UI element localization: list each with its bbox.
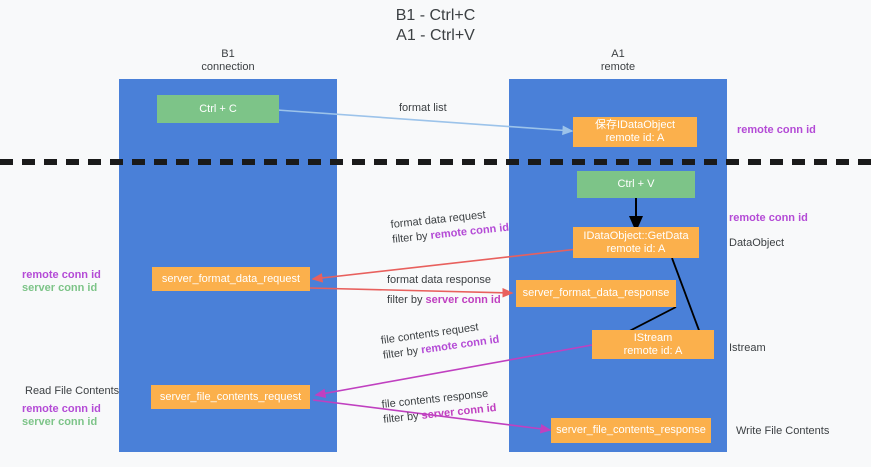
right-remote-conn-id-1: remote conn id [737, 124, 816, 136]
edge-label-format-list: format list [399, 101, 447, 116]
edge-label-file-contents-request: file contents request filter by remote c… [380, 318, 500, 364]
filter-prefix: filter by [387, 294, 426, 306]
edge-label-format-list-text: format list [399, 102, 447, 114]
ctrl-c-box[interactable]: Ctrl + C [157, 95, 279, 123]
edge-label-format-data-response: format data response filter by server co… [387, 273, 501, 308]
column-header-a1: A1 remote [600, 48, 636, 73]
dataobject-label: DataObject [729, 237, 785, 249]
server-file-contents-response-box[interactable]: server_file_contents_response [551, 418, 711, 443]
ctrl-v-box[interactable]: Ctrl + V [577, 171, 695, 198]
filter-prefix: filter by [391, 229, 432, 246]
idataobject-getdata-box[interactable]: IDataObject::GetData remote id: A [573, 227, 699, 258]
server-file-contents-request-box[interactable]: server_file_contents_request [151, 385, 310, 409]
column-header-b1: B1 connection [201, 48, 255, 73]
istream-box[interactable]: IStream remote id: A [592, 330, 714, 359]
left-server-conn-id-2: server conn id [22, 416, 98, 428]
filter-prefix: filter by [382, 409, 423, 426]
filter-prefix: filter by [382, 344, 423, 362]
server-format-data-request-box[interactable]: server_format_data_request [152, 267, 310, 291]
edge-label-format-data-request: format data request filter by remote con… [390, 206, 510, 248]
server-format-data-response-box[interactable]: server_format_data_response [516, 280, 676, 307]
istream-label: Istream [729, 342, 766, 354]
page-title: B1 - Ctrl+C A1 - Ctrl+V [395, 7, 476, 44]
left-server-conn-id-1: server conn id [22, 282, 98, 294]
left-remote-conn-id-2: remote conn id [22, 403, 101, 415]
write-file-contents-label: Write File Contents [736, 425, 830, 437]
edge-label-format-data-response-text: format data response [387, 274, 491, 286]
edge-label-file-contents-response: file contents response filter by server … [381, 386, 497, 428]
filter-value-server-conn-id: server conn id [425, 294, 501, 306]
save-idataobject-box[interactable]: 保存IDataObject remote id: A [573, 117, 697, 147]
right-remote-conn-id-2: remote conn id [729, 212, 808, 224]
edge-label-format-data-response-filter: filter by server conn id [387, 293, 501, 308]
left-remote-conn-id-1: remote conn id [22, 269, 101, 281]
read-file-contents-label: Read File Contents [25, 385, 120, 397]
